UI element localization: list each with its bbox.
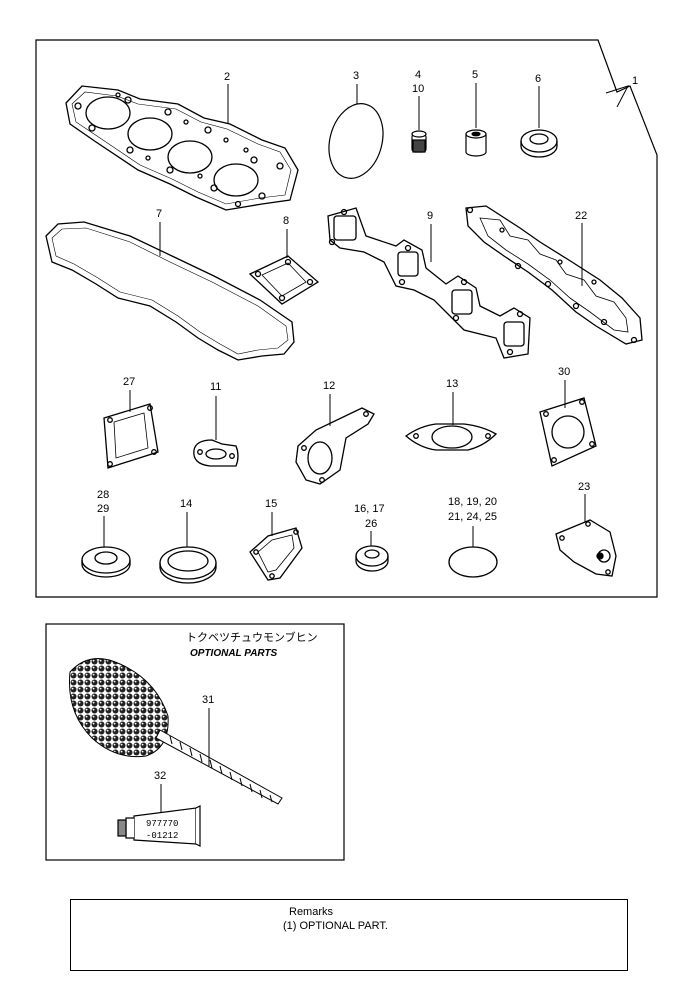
compound-tube <box>117 805 201 847</box>
rocker-cover-gasket <box>45 221 295 361</box>
oval-gasket-11 <box>193 439 239 467</box>
callout-1: 1 <box>632 75 638 87</box>
callout-14: 14 <box>180 498 192 510</box>
callout-3: 3 <box>353 70 359 82</box>
callout-28: 28 <box>97 489 109 501</box>
callout-16-17: 16, 17 <box>354 503 385 515</box>
oil-seal <box>520 129 558 158</box>
kit-leader <box>605 85 630 108</box>
bracket-gasket-12 <box>295 407 375 485</box>
callout-11: 11 <box>210 381 221 393</box>
callout-27: 27 <box>123 376 135 388</box>
exhaust-manifold-gasket <box>327 207 531 359</box>
elongated-gasket-13 <box>404 423 498 451</box>
remarks-title: Remarks <box>289 906 334 918</box>
callout-31: 31 <box>202 694 214 706</box>
callout-13: 13 <box>446 378 458 390</box>
intake-manifold-gasket <box>465 205 643 345</box>
optional-parts-box <box>45 623 345 861</box>
callout-5: 5 <box>472 69 478 81</box>
remarks-box: Remarks (1) OPTIONAL PART. <box>70 899 628 971</box>
triangle-gasket-15 <box>249 527 303 581</box>
optional-title-jp: トクベツチュウモンブヒン <box>186 630 318 644</box>
cover-gasket-27 <box>103 403 159 469</box>
kit-frame <box>35 39 658 598</box>
callout-29: 29 <box>97 503 109 515</box>
cylinder-hone-brush <box>68 658 283 805</box>
seal-ring-16-17-26 <box>355 545 389 572</box>
flange-gasket-30 <box>539 397 597 467</box>
seal-ring-14 <box>159 546 217 584</box>
callout-12: 12 <box>323 380 335 392</box>
callout-18-19-20: 18, 19, 20 <box>448 496 497 508</box>
callout-10: 10 <box>412 83 424 95</box>
gasket-23 <box>555 519 617 577</box>
flange-gasket-square <box>248 255 320 305</box>
callout-15: 15 <box>265 498 277 510</box>
callout-22: 22 <box>575 210 587 222</box>
callout-4: 4 <box>415 69 421 81</box>
callout-30: 30 <box>558 366 570 378</box>
tube-label-line2: -01212 <box>146 831 178 841</box>
callout-7: 7 <box>156 208 162 220</box>
remarks-line-1: (1) OPTIONAL PART. <box>283 920 388 932</box>
callout-21-24-25: 21, 24, 25 <box>448 511 497 523</box>
callout-6: 6 <box>535 73 541 85</box>
o-ring <box>328 103 384 179</box>
valve-stem-seal <box>411 130 427 153</box>
callout-32: 32 <box>154 770 166 782</box>
callout-26: 26 <box>365 518 377 530</box>
callout-2: 2 <box>224 71 230 83</box>
sleeve-bush <box>465 129 487 157</box>
washer-28-29 <box>81 546 131 578</box>
callout-9: 9 <box>427 210 433 222</box>
callout-23: 23 <box>578 481 590 493</box>
cylinder-head-gasket <box>65 85 299 211</box>
oval-gasket-18-25 <box>448 546 498 578</box>
optional-title-en: OPTIONAL PARTS <box>190 648 278 659</box>
tube-label-line1: 977770 <box>146 819 178 829</box>
callout-8: 8 <box>283 215 289 227</box>
